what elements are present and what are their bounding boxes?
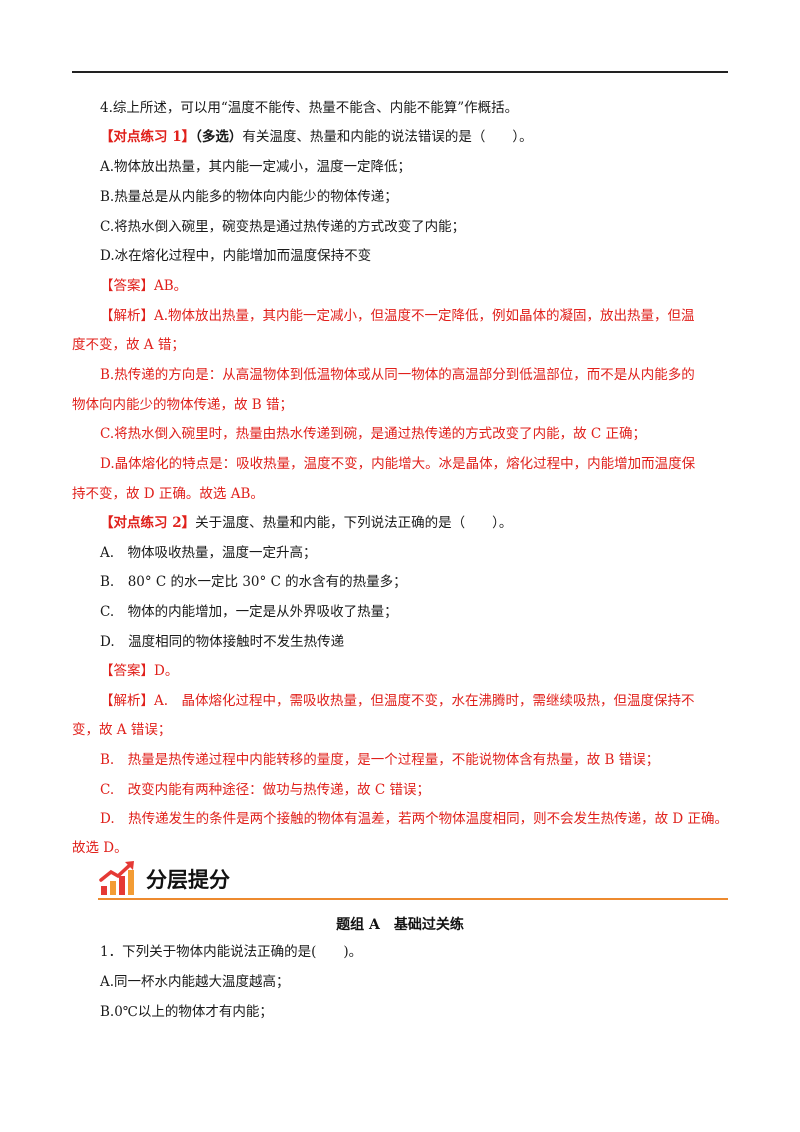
explanation-1-a: 【解析】A.物体放出热量，其内能一定减小，但温度不一定降低，例如晶体的凝固，放出…	[100, 308, 695, 324]
option-b: B.0℃以上的物体才有内能；	[100, 1004, 273, 1020]
explanation-1-a-cont: 度不变，故 A 错；	[72, 337, 185, 353]
option-c: C.将热水倒入碗里，碗变热是通过热传递的方式改变了内能；	[100, 219, 466, 235]
option-c: C. 物体的内能增加，一定是从外界吸收了热量；	[100, 604, 398, 620]
growth-chart-icon	[99, 861, 134, 895]
exercise-tag: 【对点练习 2】	[100, 515, 196, 531]
explanation-1-b-cont: 物体向内能少的物体传递，故 B 错；	[72, 397, 294, 413]
exercise-1-question: 【对点练习 1】（多选）有关温度、热量和内能的说法错误的是（ ）。	[100, 129, 533, 145]
answer-2: 【答案】D。	[100, 663, 179, 679]
explanation-1-b: B.热传递的方向是：从高温物体到低温物体或从同一物体的高温部分到低温部位，而不是…	[100, 367, 695, 383]
explanation-2-d: D. 热传递发生的条件是两个接触的物体有温差，若两个物体温度相同，则不会发生热传…	[100, 811, 729, 827]
option-d: D. 温度相同的物体接触时不发生热传递	[100, 634, 345, 650]
explanation-1-c: C.将热水倒入碗里时，热量由热水传递到碗，是通过热传递的方式改变了内能，故 C …	[100, 426, 647, 442]
explanation-1-d-cont: 持不变，故 D 正确。故选 AB。	[72, 486, 264, 502]
multi-select-tag: （多选）	[195, 129, 243, 145]
explanation-2-d-cont: 故选 D。	[72, 840, 128, 856]
explanation-2-a: 【解析】A. 晶体熔化过程中，需吸收热量，但温度不变，水在沸腾时，需继续吸热，但…	[100, 693, 695, 709]
answer-1: 【答案】AB。	[100, 278, 188, 294]
explanation-1-d: D.晶体熔化的特点是：吸收热量，温度不变，内能增大。冰是晶体，熔化过程中，内能增…	[100, 456, 696, 472]
section-title: 分层提分	[146, 868, 230, 892]
explanation-2-a-cont: 变，故 A 错误；	[72, 722, 172, 738]
group-title: 题组 A 基础过关练	[336, 917, 464, 933]
explanation-2-b: B. 热量是热传递过程中内能转移的量度，是一个过程量，不能说物体含有热量，故 B…	[100, 752, 660, 768]
section-rule	[98, 898, 728, 900]
option-d: D.冰在熔化过程中，内能增加而温度保持不变	[100, 248, 372, 264]
option-a: A. 物体吸收热量，温度一定升高；	[100, 545, 317, 561]
explanation-2-c: C. 改变内能有两种途径：做功与热传递，故 C 错误；	[100, 782, 431, 798]
exercise-2-question: 【对点练习 2】关于温度、热量和内能，下列说法正确的是（ ）。	[100, 515, 513, 531]
summary-line: 4.综上所述，可以用“温度不能传、热量不能含、内能不能算”作概括。	[100, 100, 519, 116]
option-b: B.热量总是从内能多的物体向内能少的物体传递；	[100, 189, 398, 205]
option-a: A.物体放出热量，其内能一定减小，温度一定降低；	[100, 159, 412, 175]
section-header: 分层提分	[98, 858, 728, 900]
option-b: B. 80° C 的水一定比 30° C 的水含有的热量多；	[100, 574, 407, 590]
question-1: 1．下列关于物体内能说法正确的是( )。	[100, 944, 363, 960]
exercise-tag: 【对点练习 1】	[100, 129, 196, 145]
header-rule	[72, 71, 728, 73]
option-a: A.同一杯水内能越大温度越高；	[100, 974, 290, 990]
